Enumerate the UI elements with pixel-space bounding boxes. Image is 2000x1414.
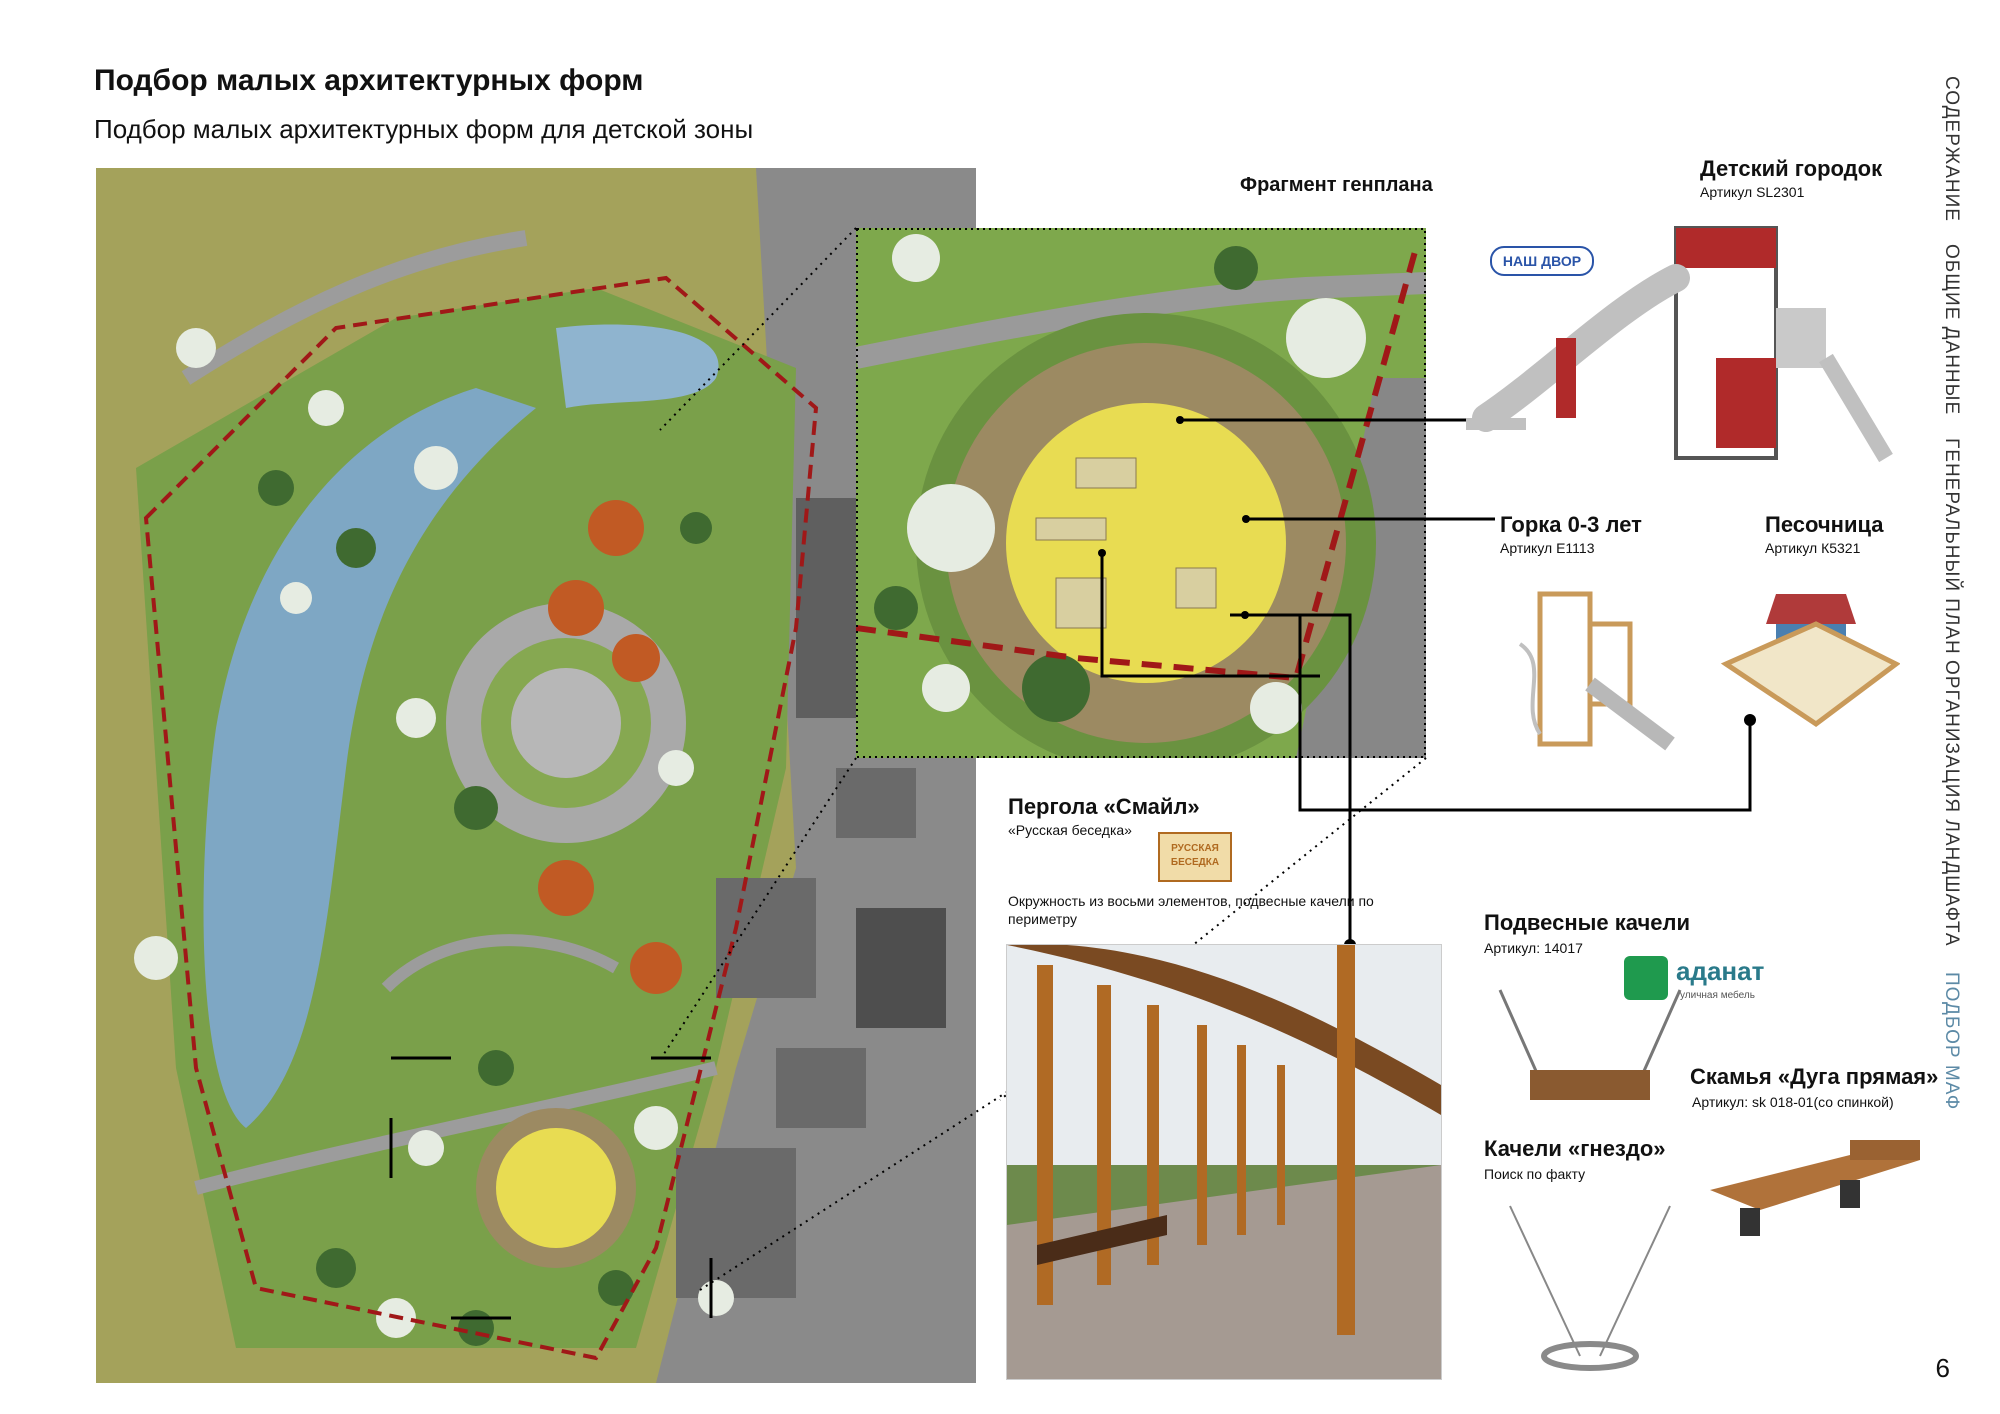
nest-swing-note: Поиск по факту <box>1484 1166 1586 1182</box>
hanging-swing-image <box>1498 989 1682 1100</box>
sandbox-article: Артикул К5321 <box>1765 540 1861 556</box>
nav-item-landscape[interactable]: ОРГАНИЗАЦИЯ ЛАНДШАФТА <box>1941 660 1962 947</box>
russkaya-besedka-logo: РУССКАЯ БЕСЕДКА <box>1158 832 1232 882</box>
hanging-swing-name: Подвесные качели <box>1484 910 1690 935</box>
bench-image <box>1710 1140 1920 1236</box>
bench-name: Скамья «Дуга прямая» <box>1690 1064 1939 1089</box>
adanat-logo-tagline: уличная мебель <box>1680 990 1755 1001</box>
pergola-photo <box>1006 944 1442 1380</box>
nash-dvor-logo: НАШ ДВОР <box>1490 246 1594 276</box>
nest-swing-name: Качели «гнездо» <box>1484 1136 1666 1161</box>
nav-item-general-data[interactable]: ОБЩИЕ ДАННЫЕ <box>1941 244 1962 416</box>
nav-item-contents[interactable]: СОДЕРЖАНИЕ <box>1941 76 1962 222</box>
page-number: 6 <box>1935 1353 1950 1383</box>
bench-article: Артикул: sk 018-01(со спинкой) <box>1692 1094 1894 1110</box>
adanat-icon <box>1624 956 1668 1000</box>
pergola-description: Окружность из восьми элементов, подвесны… <box>1008 893 1374 927</box>
slide-article: Артикул E1113 <box>1500 540 1595 556</box>
adanat-logo-name: аданат <box>1676 956 1765 986</box>
playground-image <box>1466 226 1893 463</box>
slide-image <box>1518 591 1675 751</box>
nav-item-master-plan[interactable]: ГЕНЕРАЛЬНЫЙ ПЛАН <box>1941 438 1962 655</box>
playground-article: Артикул SL2301 <box>1700 184 1805 200</box>
side-navigation: СОДЕРЖАНИЕ ОБЩИЕ ДАННЫЕ ГЕНЕРАЛЬНЫЙ ПЛАН… <box>1940 76 1980 1110</box>
nest-swing-image <box>1509 1205 1671 1371</box>
pergola-name: Пергола «Смайл» <box>1008 794 1200 819</box>
sandbox-name: Песочница <box>1765 512 1884 537</box>
page-title: Подбор малых архитектурных форм <box>94 64 644 97</box>
sandbox-image <box>1720 594 1900 728</box>
master-plan-image <box>96 168 976 1383</box>
pergola-maker: «Русская беседка» <box>1008 822 1132 838</box>
nav-item-maf-selection[interactable]: ПОДБОР МАФ <box>1941 972 1962 1111</box>
playground-name: Детский городок <box>1700 156 1883 181</box>
fragment-title: Фрагмент генплана <box>1240 174 1433 196</box>
page-subtitle: Подбор малых архитектурных форм для детс… <box>94 114 754 144</box>
fragment-plan-image <box>856 228 1426 758</box>
slide-name: Горка 0-3 лет <box>1500 512 1642 537</box>
hanging-swing-article: Артикул: 14017 <box>1484 940 1583 956</box>
